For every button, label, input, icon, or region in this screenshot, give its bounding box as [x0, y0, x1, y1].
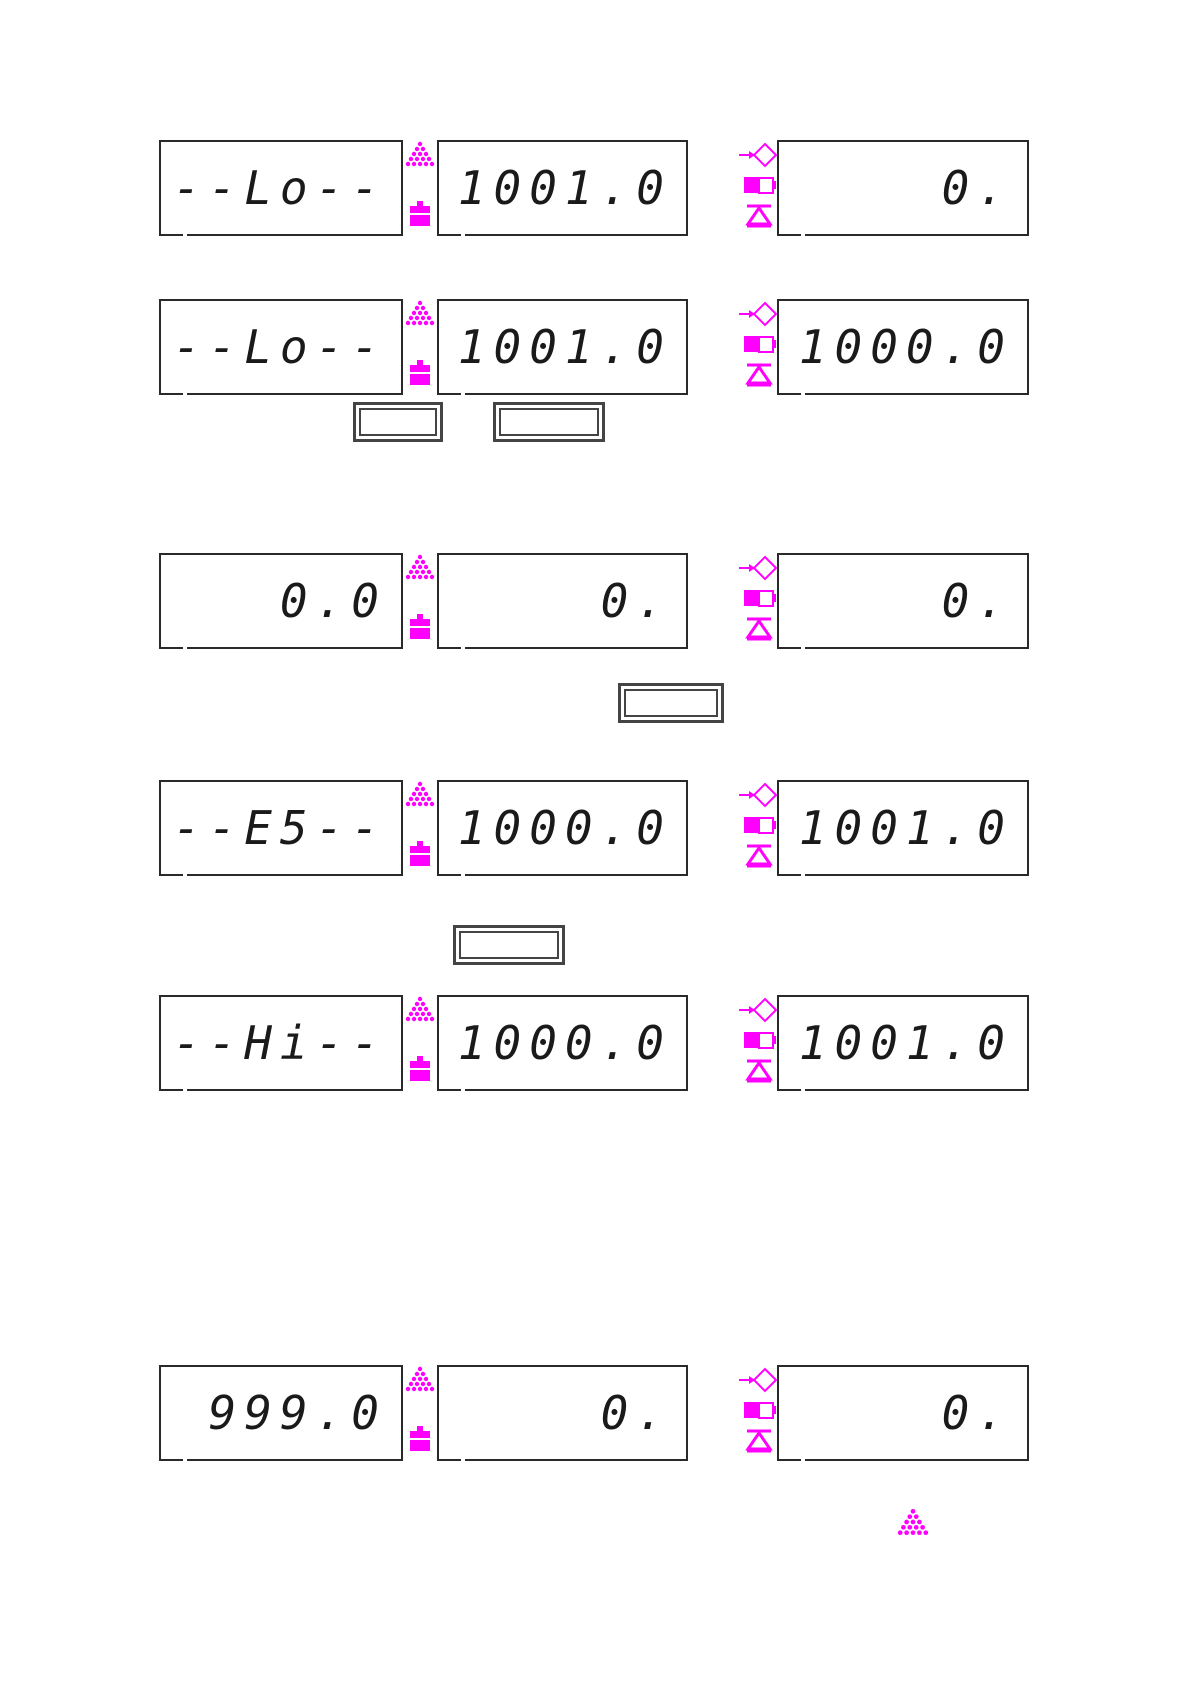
lcd-value: 1000.0: [457, 1016, 672, 1070]
lcd-value: 0.: [941, 161, 1013, 215]
pyramid-dots-icon: [405, 141, 435, 167]
lcd-value: 1000.0: [798, 320, 1013, 374]
lcd-notch: [461, 1457, 465, 1461]
weight-icon: [410, 201, 430, 226]
lcd-value: --Lo--: [172, 320, 387, 374]
pyramid-dots-icon: [405, 554, 435, 580]
lcd-display-d2: 1000.0: [437, 780, 688, 876]
display-row: --Lo-- 1001.0 1000.0: [0, 299, 1190, 395]
lcd-display-d2: 0.: [437, 553, 688, 649]
hourglass-icon: [745, 204, 773, 228]
lcd-value: 0.: [941, 574, 1013, 628]
display-row: --E5-- 1000.0 1001.0: [0, 780, 1190, 876]
lcd-value: 1001.0: [457, 320, 672, 374]
hourglass-icon: [745, 363, 773, 387]
hourglass-icon: [745, 1059, 773, 1083]
pyramid-dots-icon: [405, 781, 435, 807]
button-2[interactable]: [493, 402, 605, 442]
lcd-notch: [183, 1087, 187, 1091]
arrow-diamond-icon: [739, 556, 777, 580]
lcd-display-d3: 0.: [777, 553, 1029, 649]
lcd-display-d1: --Lo--: [159, 140, 403, 236]
lcd-value: 1001.0: [798, 801, 1013, 855]
lcd-display-d3: 0.: [777, 140, 1029, 236]
pyramid-dots-icon: [405, 1366, 435, 1392]
lcd-value: 0.: [600, 1386, 672, 1440]
display-row: --Hi-- 1000.0 1001.0: [0, 995, 1190, 1091]
lcd-notch: [183, 1457, 187, 1461]
lcd-notch: [461, 1087, 465, 1091]
arrow-diamond-icon: [739, 143, 777, 167]
lcd-notch: [183, 232, 187, 236]
lcd-value: 1001.0: [457, 161, 672, 215]
lcd-value: --E5--: [172, 801, 387, 855]
lcd-notch: [801, 391, 805, 395]
weight-icon: [410, 360, 430, 385]
display-row: 999.0 0. 0.: [0, 1365, 1190, 1461]
lcd-value: 0.: [600, 574, 672, 628]
weight-icon: [410, 1056, 430, 1081]
lcd-display-d3: 1000.0: [777, 299, 1029, 395]
lcd-notch: [801, 1457, 805, 1461]
cup-icon: [744, 1402, 777, 1419]
lcd-display-d2: 1001.0: [437, 140, 688, 236]
lcd-notch: [461, 872, 465, 876]
lcd-display-d1: --E5--: [159, 780, 403, 876]
lcd-notch: [801, 232, 805, 236]
lcd-display-d1: --Lo--: [159, 299, 403, 395]
lcd-value: 999.0: [208, 1386, 387, 1440]
arrow-diamond-icon: [739, 998, 777, 1022]
lcd-value: 1001.0: [798, 1016, 1013, 1070]
lcd-notch: [183, 391, 187, 395]
button-1[interactable]: [353, 402, 443, 442]
lcd-notch: [461, 391, 465, 395]
lcd-notch: [801, 645, 805, 649]
arrow-diamond-icon: [739, 783, 777, 807]
lcd-display-d2: 0.: [437, 1365, 688, 1461]
lcd-display-d2: 1001.0: [437, 299, 688, 395]
lcd-display-d1: --Hi--: [159, 995, 403, 1091]
lcd-notch: [183, 645, 187, 649]
lcd-notch: [461, 232, 465, 236]
pyramid-dots-icon: [405, 300, 435, 326]
lcd-notch: [461, 645, 465, 649]
button-4[interactable]: [453, 925, 565, 965]
cup-icon: [744, 336, 777, 353]
lcd-display-d3: 1001.0: [777, 995, 1029, 1091]
display-row: 0.0 0. 0.: [0, 553, 1190, 649]
lcd-value: --Hi--: [172, 1016, 387, 1070]
hourglass-icon: [745, 844, 773, 868]
arrow-diamond-icon: [739, 1368, 777, 1392]
lcd-value: --Lo--: [172, 161, 387, 215]
lcd-notch: [801, 872, 805, 876]
weight-icon: [410, 1426, 430, 1451]
lcd-value: 0.0: [279, 574, 387, 628]
cup-icon: [744, 1032, 777, 1049]
cup-icon: [744, 177, 777, 194]
lcd-display-d3: 1001.0: [777, 780, 1029, 876]
lcd-display-d1: 0.0: [159, 553, 403, 649]
lcd-display-d2: 1000.0: [437, 995, 688, 1091]
weight-icon: [410, 614, 430, 639]
button-3[interactable]: [618, 683, 724, 723]
lcd-display-d1: 999.0: [159, 1365, 403, 1461]
weight-icon: [410, 841, 430, 866]
cup-icon: [744, 590, 777, 607]
lcd-value: 1000.0: [457, 801, 672, 855]
lcd-value: 0.: [941, 1386, 1013, 1440]
display-row: --Lo-- 1001.0 0.: [0, 140, 1190, 236]
lcd-notch: [801, 1087, 805, 1091]
cup-icon: [744, 817, 777, 834]
hourglass-icon: [745, 1429, 773, 1453]
lcd-display-d3: 0.: [777, 1365, 1029, 1461]
pyramid-dots-icon: [897, 1508, 929, 1536]
hourglass-icon: [745, 617, 773, 641]
lcd-notch: [183, 872, 187, 876]
pyramid-dots-icon: [405, 996, 435, 1022]
arrow-diamond-icon: [739, 302, 777, 326]
